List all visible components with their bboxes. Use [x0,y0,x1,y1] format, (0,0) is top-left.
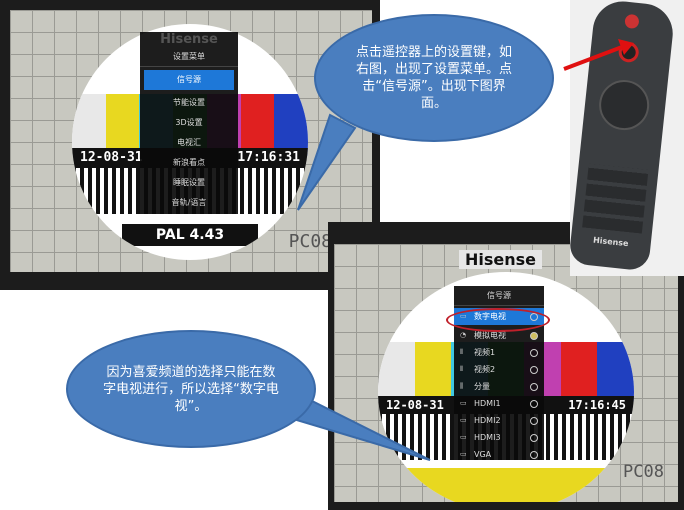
radio-button[interactable] [530,331,538,340]
video-icon: ⫴ [460,365,463,373]
corner-label: PC08 [623,462,664,482]
remote-brand: Hisense [592,235,629,249]
clock-date: 12-08-31 [80,150,143,165]
source-item[interactable]: ⫴ 视频2 [454,361,544,378]
top-tv-photo: 12-08-31 17:16:31 PAL 4.43 PC08 Hisense 设… [0,0,380,290]
radio-button[interactable] [530,382,538,391]
clock-date: 12-08-31 [386,398,444,412]
brand-logo: Hisense [459,250,543,269]
number-pad [582,163,649,234]
menu-title: 信号源 [454,286,544,306]
highlight-ellipse [446,308,550,332]
menu-item-tv-hub[interactable]: 电视汇 [177,138,201,147]
menu-item-3d[interactable]: 3D设置 [175,118,203,127]
brand-logo: Hisense [160,32,218,47]
arrow-icon [563,39,634,71]
menu-title: 设置菜单 [140,47,238,67]
source-item[interactable]: ▭ HDMI2 [454,412,544,429]
radio-button[interactable] [530,416,538,425]
radio-button[interactable] [530,450,538,459]
callout-bottom: 因为喜爱频道的选择只能在数字电视进行，所以选择“数字电视”。 [66,330,316,448]
clock-time: 17:16:45 [568,398,626,412]
source-item[interactable]: ▭ HDMI1 [454,395,544,412]
menu-item-signal-source[interactable]: 信号源 [144,70,234,90]
hdmi-icon: ▭ [460,416,467,424]
antenna-icon: ◔ [460,331,467,339]
hdmi-icon: ▭ [460,399,467,407]
source-label: HDMI1 [474,399,501,408]
source-item[interactable]: ▭ HDMI3 [454,429,544,446]
hdmi-icon: ▭ [460,433,467,441]
clock-time: 17:16:31 [237,150,300,165]
source-item[interactable]: ◔ 模拟电视 [454,327,544,344]
source-label: HDMI3 [474,433,501,442]
source-label: VGA [474,450,492,459]
menu-item-energy[interactable]: 节能设置 [173,98,205,107]
radio-button[interactable] [530,348,538,357]
vga-icon: ▭ [460,450,467,458]
radio-button[interactable] [530,365,538,374]
source-label: 分量 [474,382,490,391]
tv-screen: 12-08-31 17:16:31 PAL 4.43 PC08 Hisense 设… [10,10,372,272]
video-icon: ⫴ [460,348,463,356]
settings-menu: Hisense 设置菜单 信号源 节能设置 3D设置 电视汇 新浪看点 睡眠设置… [140,32,238,214]
callout-bottom-text: 因为喜爱频道的选择只能在数字电视进行，所以选择“数字电视”。 [103,364,279,414]
component-icon: ⫼ [460,382,464,390]
source-label: HDMI2 [474,416,501,425]
source-item[interactable]: ⫼ 分量 [454,378,544,395]
source-item[interactable]: ▭ VGA [454,446,544,463]
radio-button[interactable] [530,399,538,408]
source-item[interactable]: ⫴ 视频1 [454,344,544,361]
corner-label: PC08 [288,231,332,252]
dpad [596,77,652,133]
source-label: 视频2 [474,365,496,374]
pal-label: PAL 4.43 [122,224,258,246]
menu-item-audio-language[interactable]: 音轨/语言 [171,198,207,207]
source-label: 模拟电视 [474,331,506,340]
radio-button[interactable] [530,433,538,442]
power-button [624,13,640,30]
source-label: 视频1 [474,348,496,357]
callout-top-text: 点击遥控器上的设置键，如右图，出现了设置菜单。点击“信号源”。出现下图界面。 [355,45,512,111]
menu-item-sina[interactable]: 新浪看点 [173,158,205,167]
menu-item-sleep[interactable]: 睡眠设置 [173,178,205,187]
callout-top: 点击遥控器上的设置键，如右图，出现了设置菜单。点击“信号源”。出现下图界面。 [314,14,554,142]
